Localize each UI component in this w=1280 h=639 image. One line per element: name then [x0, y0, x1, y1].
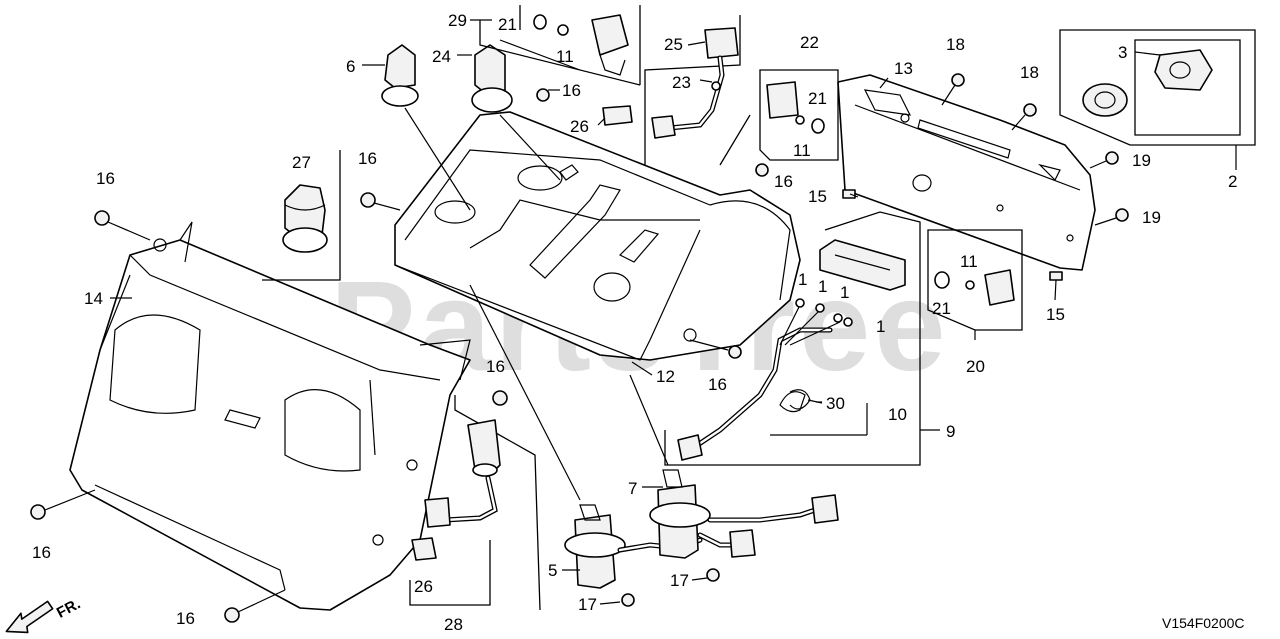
callout-26: 26 — [414, 577, 433, 596]
callout-21: 21 — [498, 15, 517, 34]
callout-30: 30 — [826, 394, 845, 413]
callout-22: 22 — [800, 33, 819, 52]
callout-29: 29 — [448, 11, 467, 30]
bolt-19-a — [1089, 151, 1119, 169]
callout-15: 15 — [1046, 305, 1065, 324]
part-7-actuator[interactable] — [629, 374, 839, 559]
callout-17: 17 — [578, 595, 597, 614]
bolt-16-b — [360, 192, 401, 211]
leaders — [110, 19, 1237, 605]
callout-1: 1 — [818, 277, 827, 296]
callout-9: 9 — [946, 422, 955, 441]
callout-10: 10 — [888, 405, 907, 424]
callout-16: 16 — [32, 543, 51, 562]
bolt-17-a — [706, 568, 720, 582]
callout-14: 14 — [84, 289, 103, 308]
callout-7: 7 — [628, 479, 637, 498]
bolt-18-b — [1011, 103, 1037, 131]
part-22-switch[interactable] — [759, 69, 839, 161]
part-25-harness[interactable] — [602, 15, 751, 166]
bolt-16-f — [492, 390, 508, 406]
bolt-16-e — [689, 339, 742, 359]
part-13-bracket-plate[interactable] — [837, 74, 1096, 271]
part-12-main-cover[interactable] — [394, 111, 801, 361]
callout-21: 21 — [808, 89, 827, 108]
callout-21: 21 — [932, 299, 951, 318]
part-6-knob[interactable] — [381, 44, 471, 211]
callout-16: 16 — [96, 169, 115, 188]
callout-19: 19 — [1132, 151, 1151, 170]
callout-1: 1 — [798, 270, 807, 289]
part-29-switch-group[interactable] — [479, 5, 641, 86]
diagram-code: V154F0200C — [1162, 615, 1245, 631]
direction-arrow-icon — [5, 600, 54, 634]
part-28-sensor[interactable] — [409, 395, 541, 611]
bolt-17-b — [621, 593, 635, 607]
front-direction-indicator: FR. — [5, 595, 83, 634]
callout-3: 3 — [1118, 43, 1127, 62]
bolt-16-d — [755, 163, 769, 177]
callout-16: 16 — [486, 357, 505, 376]
callout-16: 16 — [562, 81, 581, 100]
bolt-19-b — [1094, 208, 1129, 226]
bolt-16-h — [224, 589, 286, 623]
bolt-18-a — [941, 73, 965, 106]
callout-24: 24 — [432, 47, 451, 66]
callout-2: 2 — [1228, 172, 1237, 191]
bolt-16-g — [30, 489, 96, 520]
part-20-socket[interactable] — [927, 229, 1023, 331]
part-9-meter-harness[interactable] — [664, 211, 921, 466]
callout-18: 18 — [1020, 63, 1039, 82]
callout-5: 5 — [548, 561, 557, 580]
callout-17: 17 — [670, 571, 689, 590]
callout-16: 16 — [358, 149, 377, 168]
part-24-knob[interactable] — [471, 44, 561, 181]
callout-11: 11 — [556, 47, 574, 66]
direction-label: FR. — [54, 595, 83, 621]
part-27-cap[interactable] — [262, 150, 341, 281]
callout-12: 12 — [656, 367, 675, 386]
bolt-16-c — [536, 88, 550, 102]
callout-6: 6 — [346, 57, 355, 76]
callout-16: 16 — [176, 609, 195, 628]
callout-15: 15 — [808, 187, 827, 206]
clip-15-a — [842, 189, 856, 199]
callout-27: 27 — [292, 153, 311, 172]
callout-13: 13 — [894, 59, 913, 78]
callout-16: 16 — [708, 375, 727, 394]
callout-16: 16 — [774, 172, 793, 191]
clip-15-b — [1049, 271, 1063, 281]
callout-26: 26 — [570, 117, 589, 136]
callout-25: 25 — [664, 35, 683, 54]
part-14-rear-panel[interactable] — [69, 221, 471, 611]
callout-20: 20 — [966, 357, 985, 376]
callout-28: 28 — [444, 615, 463, 634]
callout-11: 11 — [960, 252, 978, 271]
callout-11: 11 — [793, 141, 811, 160]
callout-labels: 29 21 11 25 22 18 3 6 24 16 23 13 18 21 … — [32, 11, 1237, 634]
callout-18: 18 — [946, 35, 965, 54]
callout-23: 23 — [672, 73, 691, 92]
callout-19: 19 — [1142, 208, 1161, 227]
callout-1: 1 — [840, 283, 849, 302]
callout-1: 1 — [876, 317, 885, 336]
bolt-16-a — [94, 210, 151, 241]
part-2-key-switch[interactable] — [1059, 29, 1256, 146]
